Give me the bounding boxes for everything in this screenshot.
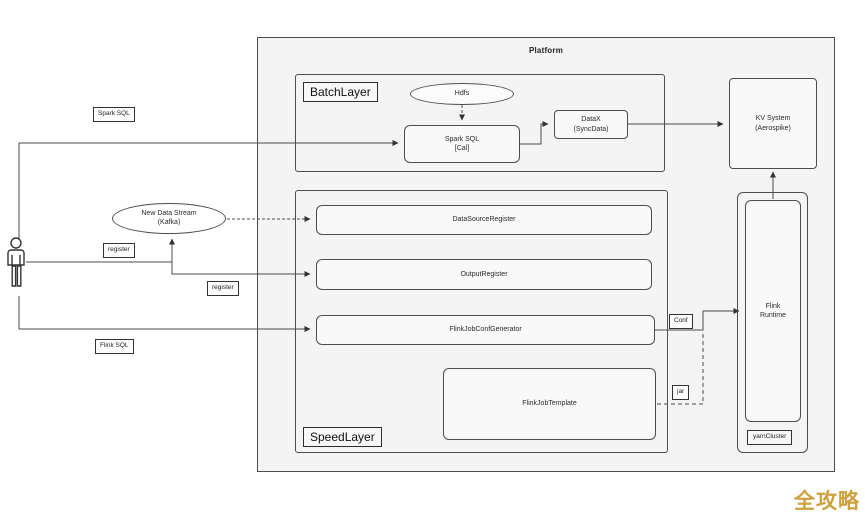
edge-label-spark-sql: Spark SQL [93,107,135,122]
speedlayer-container [295,190,668,453]
kafka-label-line2: (Kafka) [157,218,181,226]
sparksql-label-line2: [Cal] [454,145,470,152]
person-icon [7,237,25,287]
datax-label-line1: DataX [581,116,601,124]
edge-label-register-output: register [207,281,239,296]
outputregister-label: OutputRegister [460,270,508,278]
datasourceregister-node: DataSourceRegister [316,205,652,235]
platform-title: Platform [528,46,564,55]
edge-label-register-kafka: register [103,243,135,258]
flinkjobtemplate-node: FlinkJobTemplate [443,368,656,440]
edge-label-flink-sql: Flink SQL [95,339,134,354]
batchlayer-label: BatchLayer [303,82,378,102]
edge-user-to-kafka [26,238,175,263]
edge-label-conf: Conf [669,314,693,329]
kvsystem-node: KV System (Aerospike) [729,78,817,169]
datasourceregister-label: DataSourceRegister [452,216,516,224]
yarncluster-label: yarnCluster [747,430,793,445]
hdfs-node: Hdfs [410,83,514,105]
flinkjobconfgenerator-node: FlinkJobConfGenerator [316,315,655,345]
flinkruntime-label-line1: Flink [765,302,781,310]
kafka-label-line1: New Data Stream [141,209,197,217]
batchlayer-container [295,74,665,172]
kafka-node: New Data Stream (Kafka) [112,203,226,234]
yarncluster-container [737,192,808,453]
sparksql-node: Spark SQL [Cal] [404,125,520,163]
datax-label-line2: (SyncData) [573,125,609,133]
kvsystem-label-line2: (Aerospike) [755,124,791,132]
hdfs-label: Hdfs [454,89,470,97]
flinkjobconfgenerator-label: FlinkJobConfGenerator [449,326,522,334]
datax-node: DataX (SyncData) [554,110,628,139]
flinkruntime-label-line2: Runtime [759,312,787,319]
flinkjobtemplate-label: FlinkJobTemplate [522,400,577,408]
outputregister-node: OutputRegister [316,259,652,290]
kvsystem-label-line1: KV System [755,115,791,123]
watermark-text: 全攻略 [794,490,860,513]
speedlayer-label: SpeedLayer [303,427,382,447]
edge-label-jar: jar [672,385,690,400]
flinkruntime-node: Flink Runtime [745,200,801,422]
sparksql-label-line1: Spark SQL [444,135,480,143]
